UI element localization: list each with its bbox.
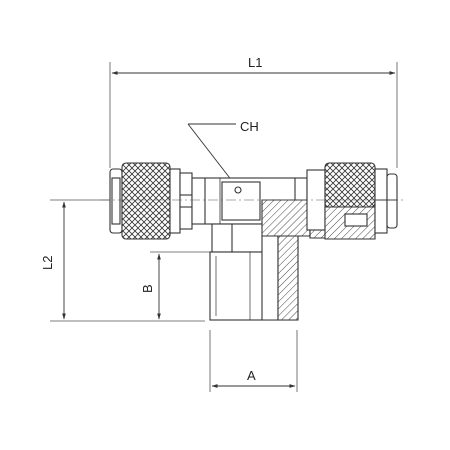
right-knurled-nut xyxy=(306,162,398,240)
ch-leader-line-diagonal xyxy=(187,123,237,187)
left-knurled-nut xyxy=(109,162,193,240)
center-mark xyxy=(234,186,242,194)
dimension-lines xyxy=(62,71,396,388)
extension-lines xyxy=(50,62,398,392)
b-label: B xyxy=(140,284,155,293)
l2-label: L2 xyxy=(40,256,55,270)
l1-label: L1 xyxy=(248,55,262,70)
ch-label: CH xyxy=(240,119,259,134)
a-label: A xyxy=(247,368,256,383)
